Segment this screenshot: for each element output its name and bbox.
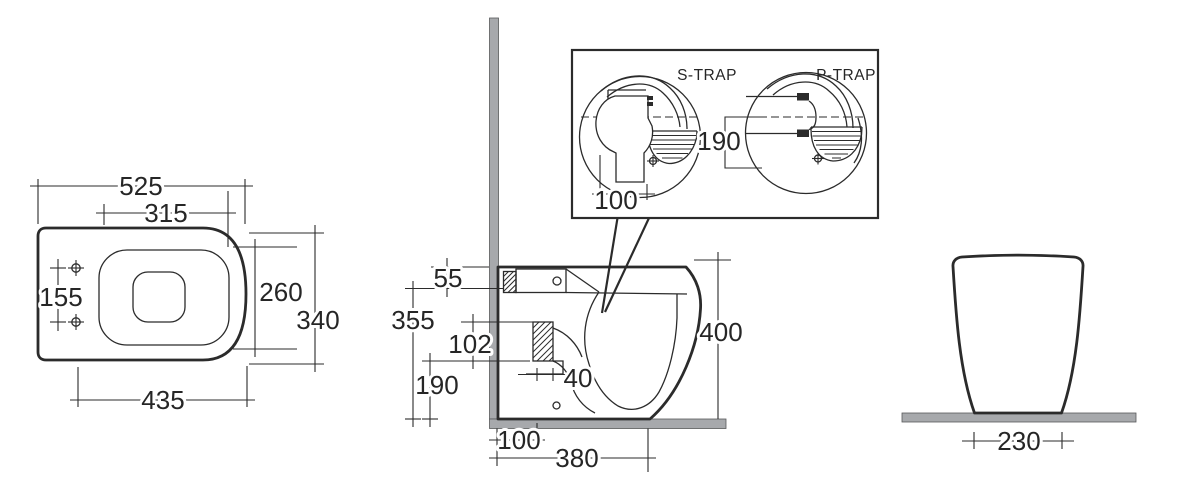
pan-side-interior: 40: [502, 268, 688, 414]
dim-label-ptrap-190: 190: [697, 126, 740, 156]
dim-label-190: 190: [415, 370, 458, 400]
trap-detail-inset: 100: [570, 48, 880, 220]
detail-leader-left: [600, 217, 619, 314]
p-trap-detail: 190: [694, 71, 868, 195]
dim-seat-length: 315: [96, 191, 236, 247]
dim-label-102: 102: [448, 329, 491, 359]
s-trap-label: S-TRAP: [677, 67, 737, 84]
fixing-hole-top: [68, 260, 84, 276]
dim-label-155: 155: [39, 282, 82, 312]
dim-rim-to-inlet: 55: [405, 258, 503, 297]
p-trap-water: [810, 126, 863, 162]
dim-label-40: 40: [564, 363, 593, 393]
dim-inlet-height: 355: [388, 281, 438, 427]
side-view: 40 55 355 102 190: [388, 17, 746, 476]
dim-label-260: 260: [259, 277, 302, 307]
s-trap-fixing-symbol: [647, 155, 659, 167]
pan-rear-outline: [951, 253, 1085, 415]
dim-label-340: 340: [296, 305, 339, 335]
s-trap-elbow: [595, 95, 654, 183]
dim-label-400: 400: [699, 317, 742, 347]
dim-hole-spacing: 155: [36, 259, 86, 331]
dim-label-315: 315: [144, 198, 187, 228]
dim-outlet-span: 102: [422, 314, 533, 369]
dim-overall-length: 525: [30, 168, 253, 224]
dim-overall-width: 340: [249, 225, 343, 372]
dim-label-230: 230: [997, 426, 1040, 456]
pan-body-plan-outline: [36, 226, 248, 362]
p-trap-fixing-symbol: [812, 152, 824, 165]
plan-view: 155 525 315 260 340: [30, 168, 343, 418]
dim-label-strap-100: 100: [594, 185, 637, 215]
detail-leader-right: [604, 217, 650, 313]
dim-wall-to-outlet: 100: [489, 422, 545, 466]
p-trap-label: P-TRAP: [816, 67, 876, 84]
dim-outlet-offset: 40: [518, 360, 595, 396]
dim-seat-width: 260: [233, 239, 306, 357]
dim-base-width: 230: [962, 423, 1074, 459]
fixing-hole-bottom: [68, 314, 84, 330]
dim-p-trap-height: 190: [694, 116, 762, 169]
pan-side-outline: [496, 265, 703, 421]
dim-label-435: 435: [141, 385, 184, 415]
dim-label-55: 55: [434, 263, 463, 293]
dim-label-355: 355: [391, 305, 434, 335]
seat-opening-outline: [98, 249, 230, 346]
dim-label-525: 525: [119, 171, 162, 201]
dim-s-trap-distance: 100: [591, 155, 655, 218]
dim-overall-height: 400: [694, 252, 746, 419]
dim-outlet-height: 190: [412, 353, 462, 427]
dim-label-100: 100: [497, 425, 540, 455]
dim-holes-to-front: 435: [70, 366, 255, 418]
inlet-hatch-block: [502, 270, 517, 294]
rear-view: 230: [901, 253, 1137, 459]
s-trap-detail: 100: [578, 75, 702, 218]
dim-label-380: 380: [555, 443, 598, 473]
drain-opening-outline: [132, 271, 186, 323]
dim-base-depth: 380: [489, 428, 656, 476]
